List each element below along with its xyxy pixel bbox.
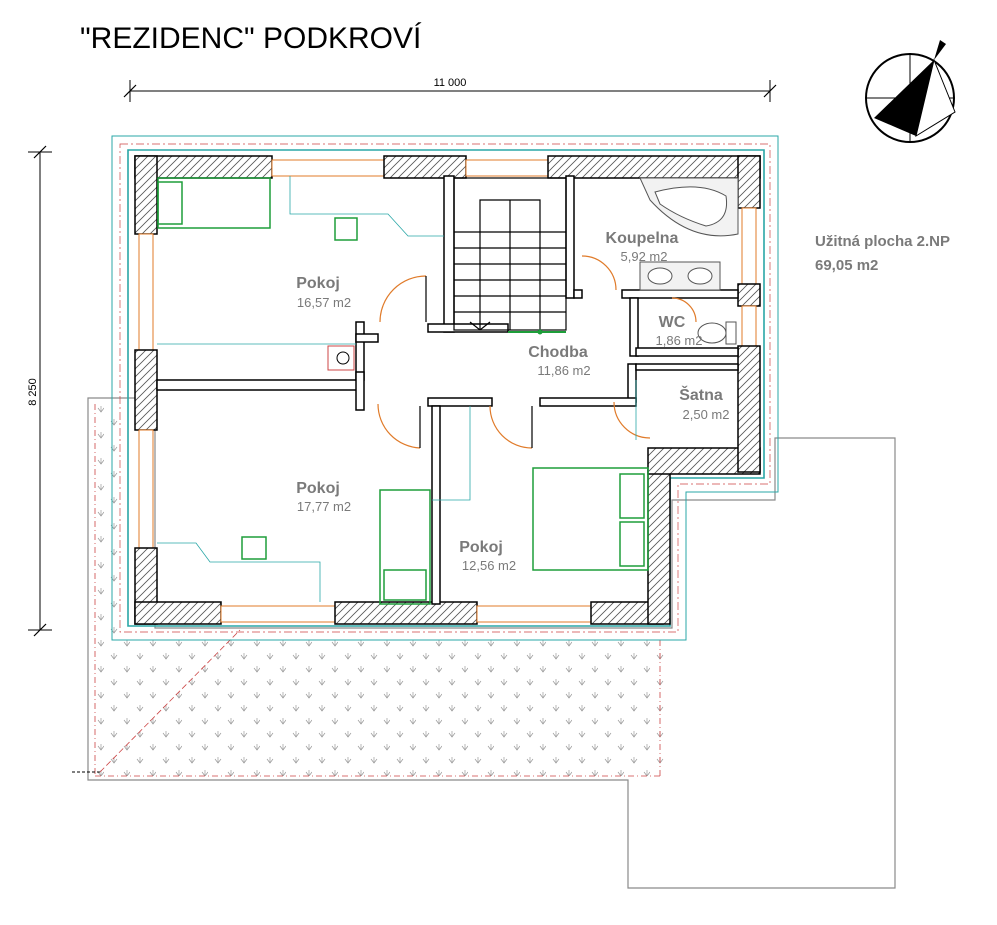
usable-area-summary: Užitná plocha 2.NP 69,05 m2 (815, 233, 950, 274)
room-area: 17,77 m2 (297, 499, 351, 514)
furniture (157, 177, 649, 605)
double-bed (532, 467, 649, 571)
room-name: Pokoj (459, 539, 503, 556)
room-area: 11,86 m2 (537, 363, 590, 378)
width-dimension: 11 000 (123, 77, 777, 102)
staircase (453, 177, 567, 335)
plan-title: "REZIDENC" PODKROVÍ (80, 22, 422, 55)
bathroom-fixtures (327, 177, 739, 371)
usable-area-label: Užitná plocha 2.NP (815, 233, 950, 250)
height-dimension: 8 250 (27, 145, 52, 637)
room-name: Chodba (528, 344, 588, 361)
room-name: Pokoj (296, 480, 340, 497)
room-labels: Pokoj 16,57 m2 Koupelna 5,92 m2 WC 1,86 … (296, 230, 729, 573)
room-area: 5,92 m2 (621, 249, 668, 264)
room-area: 12,56 m2 (462, 558, 516, 573)
height-dimension-label: 8 250 (27, 378, 39, 406)
width-dimension-label: 11 000 (434, 77, 467, 89)
room-area: 2,50 m2 (683, 407, 730, 422)
room-guide-lines (157, 176, 637, 602)
usable-area-value: 69,05 m2 (815, 257, 878, 274)
room-name: Koupelna (606, 230, 679, 247)
north-arrow-icon (865, 40, 956, 143)
bed-room2 (379, 489, 431, 605)
exterior-walls (134, 155, 761, 625)
bed-room1 (157, 177, 271, 229)
terrace (72, 397, 896, 889)
room-name: Pokoj (296, 275, 340, 292)
room-name: Šatna (679, 385, 723, 404)
interior-walls (156, 175, 739, 605)
room-area: 1,86 m2 (656, 333, 703, 348)
room-area: 16,57 m2 (297, 295, 351, 310)
room-name: WC (659, 314, 686, 331)
door-swings (377, 255, 697, 449)
